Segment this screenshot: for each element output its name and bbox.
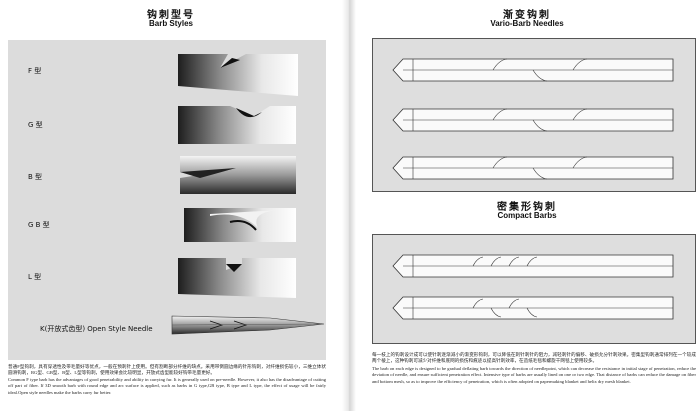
vario-barb-title-cn: 渐变钩刺 [503,10,551,21]
vario-barb-panel [372,38,696,192]
row-label-gb: G B 型 [28,221,50,229]
barb-styles-title-cn: 钩刺型号 [147,10,195,21]
vario-barb-title-en: Vario-Barb Needles [490,19,564,28]
row-label-g: G 型 [28,121,43,129]
barb-f-shape [178,54,298,96]
barb-styles-text-cn: 普通F型钩刺，具有穿透性及带毛量好等优点，一般在预刺针上使用。但有割断部分纤维的… [8,364,326,376]
row-label-k: K(开放式齿型) Open Style Needle [40,325,153,333]
barb-g-shape [178,106,296,144]
barb-gb-shape [184,208,296,242]
needle-k-shape [171,315,325,335]
barb-b-shape [180,156,296,194]
barb-styles-text-en: Common F type barb has the advantages of… [8,377,326,395]
barb-styles-illustration [171,54,325,335]
compact-barbs-panel [372,234,696,344]
barb-styles-title-en: Barb Styles [148,19,194,28]
row-label-f: F 型 [28,67,42,75]
right-page: 渐变钩刺 Vario-Barb Needles 密集形钩刺 Compact Ba [356,0,698,411]
row-label-b: B 型 [28,173,43,181]
compact-barbs-illustration [392,254,674,320]
barb-l-shape [178,258,296,298]
vario-barb-needles-illustration [392,58,674,180]
compact-barbs-title-cn: 密集形钩刺 [497,202,557,213]
right-page-text-en: The barb on each edge is designed to be … [372,366,696,384]
row-label-l: L 型 [28,273,42,281]
right-page-text-cn: 每一枝上的钩刺设计成可以使针刺逐渐减小的渐变形钩刺，可以降低在刺针刺针的阻力，减… [372,352,696,364]
left-page: 钩刺型号 Barb Styles F 型 G 型 B 型 G B 型 L 型 K… [0,0,342,411]
compact-barbs-title-en: Compact Barbs [497,211,557,220]
book-gutter [342,0,356,411]
